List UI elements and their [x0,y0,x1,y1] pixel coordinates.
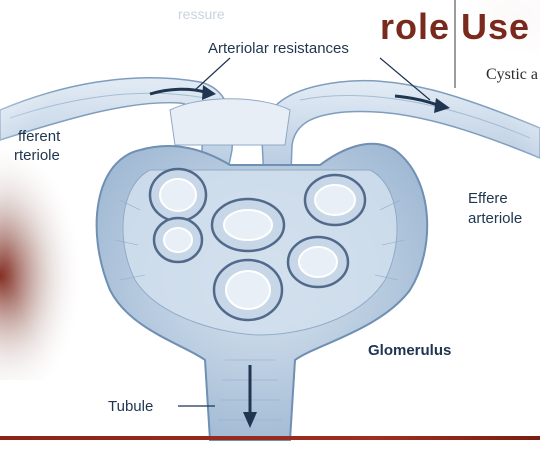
afferent-label-line1: fferent [18,128,60,145]
corner-subtitle-text: Cystic a [486,66,538,84]
faded-top-label: ressure [178,6,225,23]
efferent-label-line1: Effere [468,190,508,207]
corner-title-text: role Use [380,6,530,48]
glomerulus-label: Glomerulus [368,342,451,359]
afferent-label-line2: rteriole [14,147,60,164]
efferent-label-line2: arteriole [468,210,522,227]
tubule-label: Tubule [108,398,153,415]
footer-bar [0,436,540,440]
arteriolar-resistances-label: Arteriolar resistances [208,40,349,57]
